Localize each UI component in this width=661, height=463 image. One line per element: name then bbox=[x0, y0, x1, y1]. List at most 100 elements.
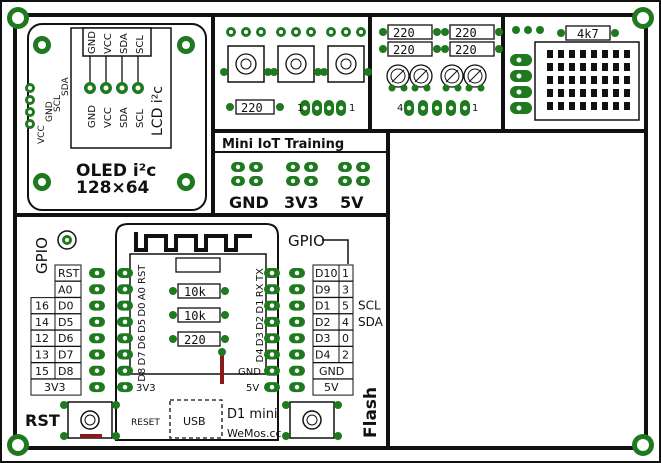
d1-right-label: RX bbox=[255, 283, 266, 297]
mounting-hole-tl bbox=[7, 7, 29, 29]
d1-left-pin-hole bbox=[122, 270, 128, 276]
power-pin bbox=[356, 162, 370, 172]
gpio-left-pin: D7 bbox=[58, 349, 73, 362]
gpio-right-pin: D3 bbox=[315, 332, 330, 345]
led-matrix-dot bbox=[569, 89, 575, 97]
light-sensor-icon bbox=[57, 230, 77, 250]
power-pin-hole bbox=[342, 164, 348, 170]
pot-pin-left: 1 bbox=[297, 103, 303, 114]
led-matrix-dot bbox=[602, 102, 608, 110]
potentiometer-pin-hole bbox=[344, 30, 348, 34]
potentiometer-knob bbox=[335, 53, 357, 75]
potentiometer-mount-pad bbox=[220, 68, 228, 76]
led-header-pin bbox=[418, 100, 428, 116]
d1-left-pin bbox=[117, 382, 133, 393]
d1-left-pin bbox=[117, 333, 133, 344]
potentiometer-pin-hole bbox=[309, 30, 313, 34]
led-matrix-dot bbox=[569, 102, 575, 110]
d1-right-pin bbox=[264, 268, 280, 278]
potentiometer-center bbox=[240, 58, 252, 70]
led-resistor-pad bbox=[433, 45, 441, 53]
led-matrix-dot bbox=[580, 89, 586, 97]
gpio-right-pad bbox=[289, 349, 305, 360]
gpio-left-pad bbox=[89, 349, 105, 360]
gpio-left-pad bbox=[89, 316, 105, 327]
matrix-resistor-label: 4k7 bbox=[577, 27, 599, 41]
d1-resistor-label: 10k bbox=[184, 285, 206, 299]
oled-pin bbox=[100, 82, 112, 94]
d1-left-pin-hole bbox=[122, 368, 128, 374]
pot-header-pin bbox=[300, 100, 310, 116]
led-matrix-dot bbox=[558, 50, 564, 58]
led-pin-right: 1 bbox=[472, 103, 478, 114]
gpio-right-pad bbox=[289, 268, 305, 278]
rst-button[interactable] bbox=[60, 401, 120, 440]
oled-pin bbox=[132, 82, 144, 94]
gpio-left-number: 14 bbox=[35, 316, 49, 329]
matrix-small-pad bbox=[512, 26, 520, 34]
d1-left-pin-hole bbox=[122, 319, 128, 325]
oled-side-pin-hole bbox=[28, 86, 32, 90]
d1-right-label: D3 bbox=[255, 332, 266, 346]
led-matrix-dot bbox=[602, 50, 608, 58]
led-pad bbox=[465, 84, 473, 92]
oled-pin-hole bbox=[135, 85, 141, 91]
led-matrix-dot bbox=[624, 102, 630, 110]
flash-button[interactable] bbox=[282, 401, 342, 440]
gpio-left-power: 3V3 bbox=[44, 381, 66, 394]
led-mark bbox=[414, 69, 428, 83]
led-matrix-dot bbox=[569, 50, 575, 58]
power-pin-hole bbox=[290, 178, 296, 184]
power-label-5v: 5V bbox=[340, 193, 364, 212]
potentiometer-knob bbox=[285, 53, 307, 75]
power-pin-hole bbox=[290, 164, 296, 170]
reset-label: RESET bbox=[131, 418, 160, 428]
potentiometer-mount-pad bbox=[314, 68, 322, 76]
potentiometer-pin-hole bbox=[279, 30, 283, 34]
d1-mini-module bbox=[115, 223, 279, 441]
matrix-header-pin bbox=[510, 102, 532, 114]
d1-right-label: 5V bbox=[246, 383, 259, 394]
matrix-small-pad bbox=[536, 26, 544, 34]
power-header-pins bbox=[231, 162, 370, 186]
led-matrix-dot bbox=[613, 50, 619, 58]
oled-side-label: SCL bbox=[53, 95, 63, 112]
led-pad bbox=[400, 84, 408, 92]
gpio-right-pad bbox=[289, 382, 305, 393]
oled-pin bbox=[116, 82, 128, 94]
gpio-left-pad-hole bbox=[94, 384, 100, 390]
power-label-gnd: GND bbox=[229, 193, 269, 212]
gpio-right-pin: D9 bbox=[315, 283, 330, 296]
led-header-pin bbox=[446, 100, 456, 116]
gpio-left-pin: RST bbox=[58, 267, 80, 280]
d1-left-pin-hole bbox=[122, 384, 128, 390]
led-outline bbox=[440, 64, 464, 88]
led-mark bbox=[445, 69, 459, 83]
oled-module bbox=[27, 23, 207, 211]
gpio-left-pad-hole bbox=[94, 335, 100, 341]
d1-left-pin-hole bbox=[122, 352, 128, 357]
gpio-left-pin: A0 bbox=[58, 283, 73, 296]
gpio-right-label: GPIO bbox=[288, 232, 325, 250]
matrix-header-pin bbox=[510, 70, 532, 82]
gpio-left-pad bbox=[89, 300, 105, 311]
pot-header-hole bbox=[338, 105, 344, 111]
gpio-right-pad-hole bbox=[294, 335, 300, 341]
gpio-left-pad-hole bbox=[94, 303, 100, 308]
gpio-right-pad bbox=[289, 300, 305, 311]
d1-resistor-body bbox=[177, 307, 221, 323]
d1-right-pin-hole bbox=[269, 335, 275, 341]
pot-resistor-pad bbox=[276, 103, 284, 111]
power-pin bbox=[249, 162, 263, 172]
potentiometer-section bbox=[220, 27, 372, 116]
usb-connector bbox=[169, 399, 223, 439]
led-resistor-body bbox=[449, 24, 495, 40]
led-header-pin bbox=[432, 100, 442, 116]
pot-resistor-label: 220 bbox=[241, 101, 263, 115]
gpio-left-pad bbox=[89, 284, 105, 295]
gpio-right-pad-hole bbox=[294, 270, 300, 276]
d1-right-label: GND bbox=[238, 367, 261, 378]
led-matrix-dot bbox=[602, 76, 608, 84]
led-resistor-label: 220 bbox=[455, 43, 477, 57]
